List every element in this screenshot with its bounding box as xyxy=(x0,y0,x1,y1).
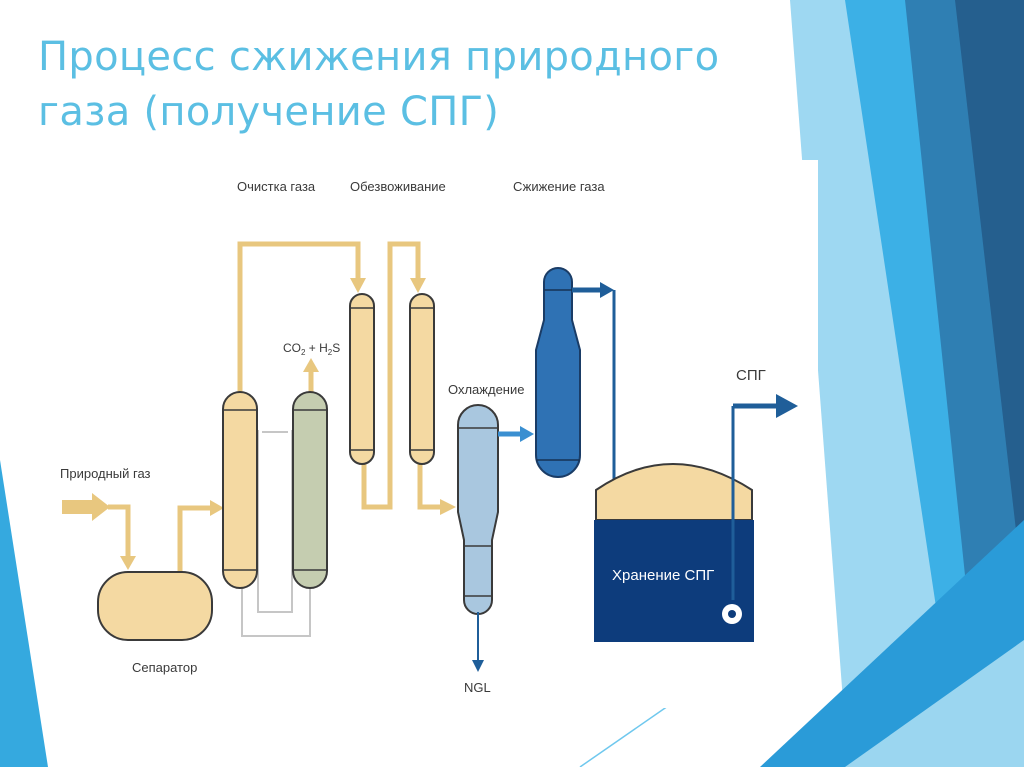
lng-storage-tank xyxy=(594,463,754,642)
lng-outlet-arrow xyxy=(776,394,798,418)
label-gas-liquefaction: Сжижение газа xyxy=(513,179,605,194)
label-separator: Сепаратор xyxy=(132,660,197,675)
bg-shape-deep-band xyxy=(955,0,1024,600)
flow-separator-to-absorber xyxy=(177,505,212,572)
bg-thin-line xyxy=(579,705,669,767)
amine-loop-bottom xyxy=(241,586,311,637)
gas-flow-lines xyxy=(108,241,442,572)
arrow-into-absorber xyxy=(210,500,224,516)
bg-shape-bottom-triangle xyxy=(845,640,1024,767)
label-lng: СПГ xyxy=(736,367,766,384)
slide-title: Процесс сжижения природного газа (получе… xyxy=(38,34,720,135)
cooling-column xyxy=(457,404,499,615)
separator-vessel xyxy=(97,571,213,641)
bg-shape-light-band xyxy=(790,0,978,767)
dryer-column-2 xyxy=(409,293,435,465)
ngl-outlet-arrow xyxy=(472,660,484,672)
label-lng-storage: Хранение СПГ xyxy=(612,567,714,584)
label-gas-cleaning: Очистка газа xyxy=(237,179,316,194)
arrow-into-dryer1 xyxy=(350,278,366,293)
dryer-column-1 xyxy=(349,293,375,465)
tank-pump-inner xyxy=(728,610,736,618)
arrow-liquefier-out xyxy=(600,282,614,298)
absorber-column xyxy=(222,391,258,589)
label-ngl: NGL xyxy=(464,680,491,695)
gas-flow-arrowheads xyxy=(92,278,456,570)
bg-shape-left-strip xyxy=(0,460,48,767)
flow-dryer1-to-dryer2 xyxy=(361,241,421,510)
flow-absorber-to-dryer1 xyxy=(237,241,361,392)
flow-dryer2-to-cooler xyxy=(417,462,442,510)
label-natural-gas: Природный газ xyxy=(60,466,151,481)
arrow-into-cooler xyxy=(440,499,456,515)
flow-inlet-to-separator xyxy=(108,504,131,562)
liquefaction-column xyxy=(535,267,581,478)
arrow-into-dryer2 xyxy=(410,278,426,293)
tank-dome xyxy=(595,463,753,521)
arrow-into-liquefier xyxy=(520,426,534,442)
arrow-off-gas xyxy=(303,358,319,372)
label-co2-h2s: CO2 + H2S xyxy=(283,341,340,357)
label-dehydration: Обезвоживание xyxy=(350,179,446,194)
inlet-pipe xyxy=(62,500,96,514)
regenerator-column xyxy=(292,391,328,589)
arrow-into-separator xyxy=(120,556,136,570)
label-cooling: Охлаждение xyxy=(448,382,524,397)
arrow-inlet xyxy=(92,493,110,521)
